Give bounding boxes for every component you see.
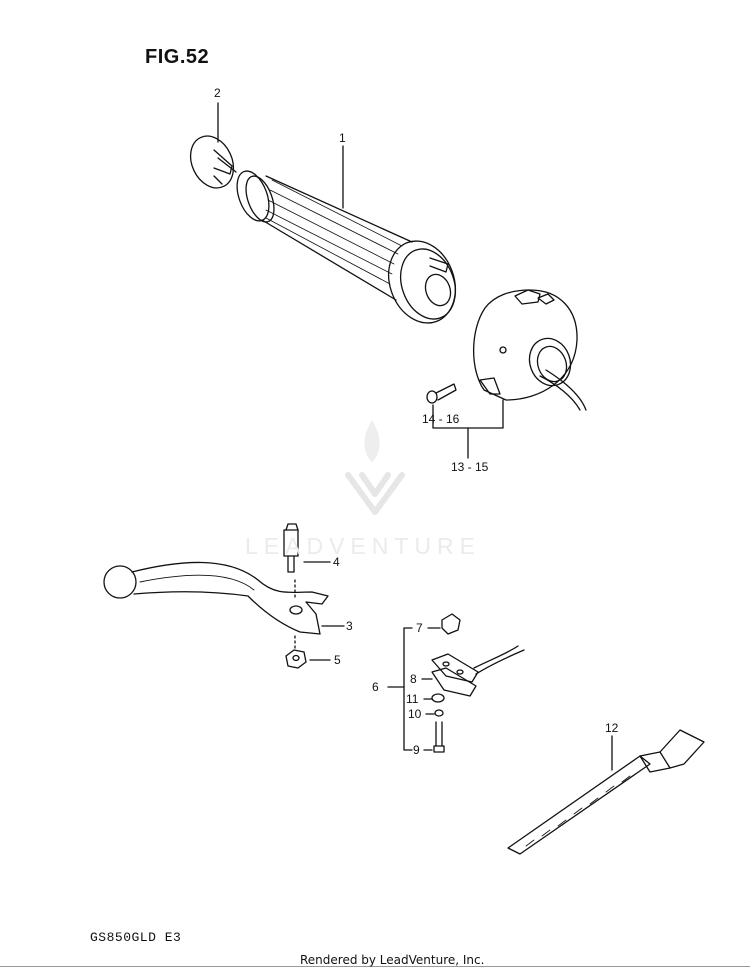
callout-9: 9 [413,743,420,757]
clip-part-7 [441,613,461,635]
washer-part-10 [434,709,444,717]
callout-2: 2 [214,86,221,100]
callout-6: 6 [372,680,379,694]
footer-divider [0,966,750,967]
model-code: GS850GLD E3 [90,930,182,945]
grip-part-1 [236,170,457,324]
callout-7: 7 [416,621,423,635]
switch-part-8 [431,645,525,697]
switch-housing-part-13 [472,289,587,411]
callout-10: 10 [408,707,422,721]
callout-8: 8 [410,672,417,686]
callout-5: 5 [334,653,341,667]
lever-part-3 [103,561,329,635]
figure-title: FIG.52 [145,46,210,68]
callout-14-16: 14 - 16 [422,412,460,426]
nut-part-5 [285,649,307,669]
footer-credit: Rendered by LeadVenture, Inc. [300,953,485,967]
cable-tie-part-12 [507,729,705,855]
callout-1: 1 [339,131,346,145]
cap-part-2 [189,135,237,189]
watermark-logo [345,420,405,515]
watermark-text: LEADVENTURE [245,533,481,559]
callout-13-15: 13 - 15 [451,460,489,474]
callout-3: 3 [346,619,353,633]
callout-4: 4 [333,555,340,569]
callout-11: 11 [406,692,419,706]
callout-12: 12 [605,721,619,735]
screw-part-14 [426,383,457,404]
bracket-6 [403,627,413,751]
bolt-part-4 [283,523,299,573]
washer-part-11 [431,693,445,703]
screw-part-9 [433,721,445,753]
